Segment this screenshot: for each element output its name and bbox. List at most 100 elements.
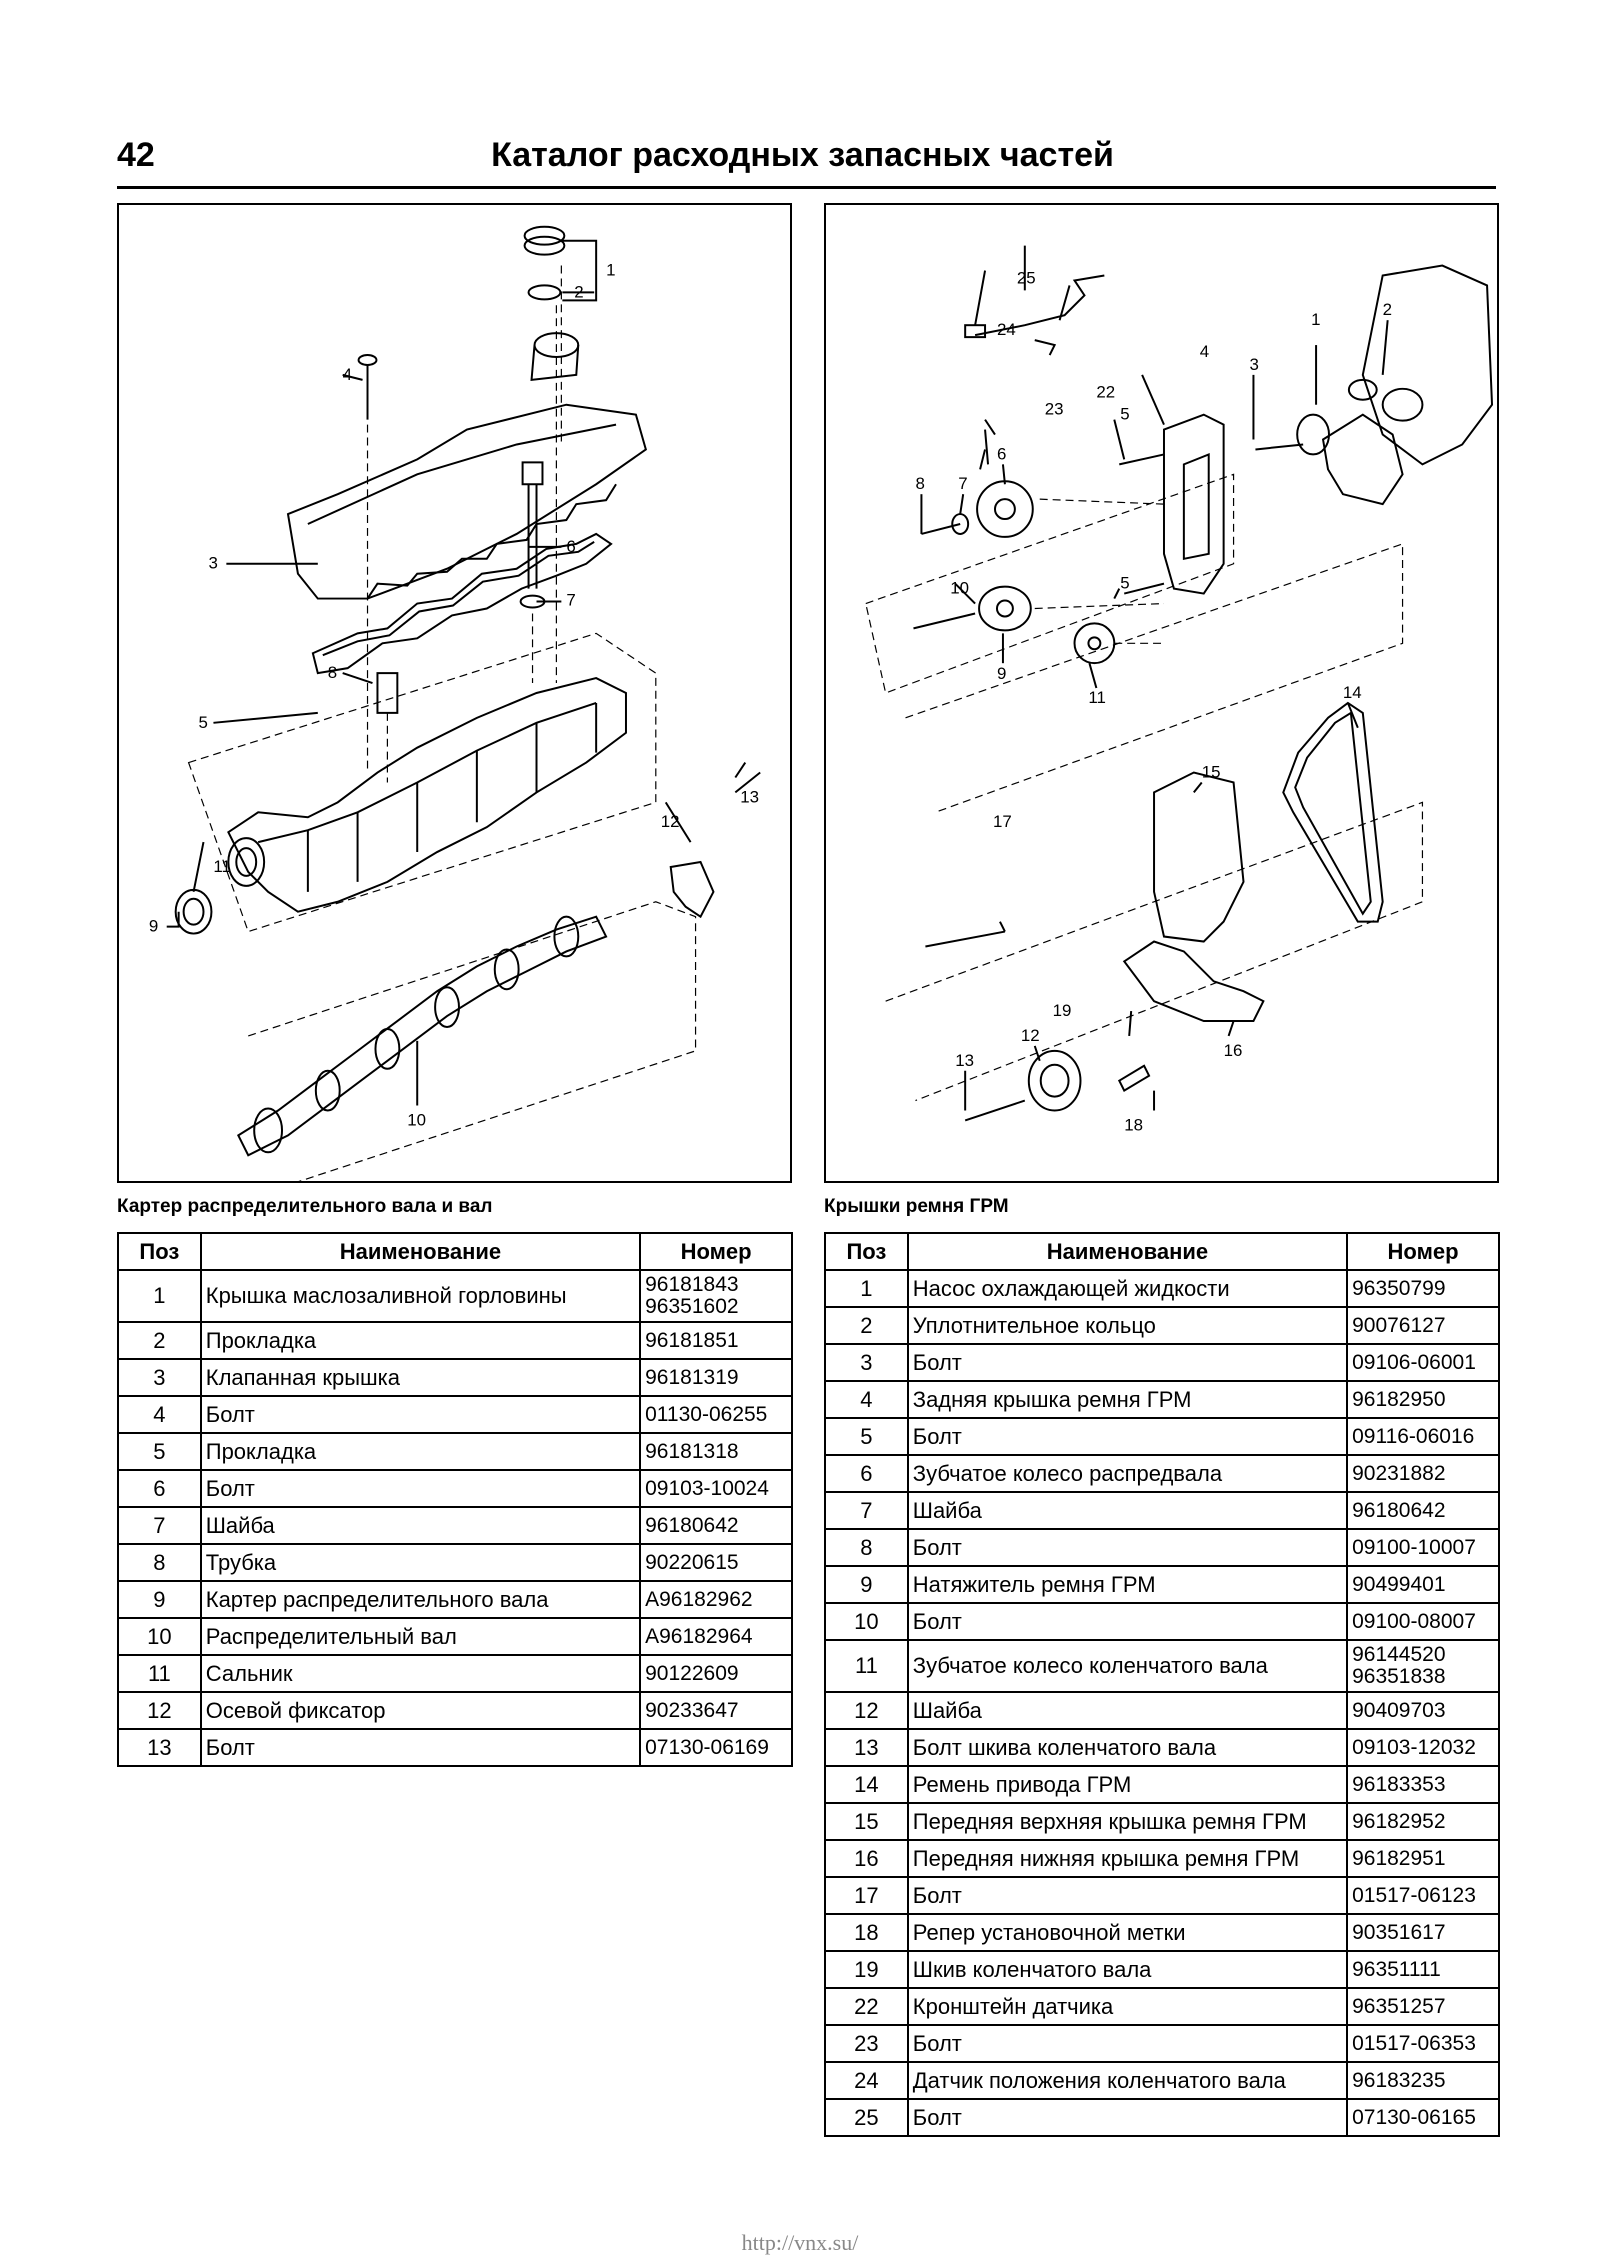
cell-name: Болт bbox=[906, 1417, 1349, 1456]
cell-pos: 17 bbox=[824, 1876, 909, 1915]
cell-name: Насос охлаждающей жидкости bbox=[906, 1269, 1349, 1308]
cell-name: Крышка маслозаливной горловины bbox=[199, 1269, 642, 1323]
cell-name: Болт bbox=[199, 1395, 642, 1434]
col-number: Номер bbox=[1346, 1232, 1500, 1271]
callout-14: 14 bbox=[1343, 683, 1362, 702]
footer-url: http://vnx.su/ bbox=[741, 2230, 859, 2255]
cell-pos: 2 bbox=[824, 1306, 909, 1345]
cell-name: Сальник bbox=[199, 1654, 642, 1693]
cell-number: 09106-06001 bbox=[1346, 1343, 1500, 1382]
cell-pos: 8 bbox=[117, 1543, 202, 1582]
cell-name: Болт шкива коленчатого вала bbox=[906, 1728, 1349, 1767]
callout-18: 18 bbox=[1124, 1115, 1143, 1134]
page-number: 42 bbox=[117, 136, 155, 174]
cell-name: Шайба bbox=[199, 1506, 642, 1545]
cell-name: Болт bbox=[906, 1602, 1349, 1641]
cell-pos: 6 bbox=[117, 1469, 202, 1508]
right-caption: Крышки ремня ГРМ bbox=[824, 1196, 1009, 1217]
callout-9: 9 bbox=[149, 917, 158, 936]
cell-pos: 3 bbox=[824, 1343, 909, 1382]
cell-name: Шайба bbox=[906, 1491, 1349, 1530]
cell-number: A96182964 bbox=[639, 1617, 793, 1656]
cell-pos: 11 bbox=[824, 1639, 909, 1693]
cell-pos: 10 bbox=[824, 1602, 909, 1641]
callout-24: 24 bbox=[997, 320, 1016, 339]
cell-number: 07130-06165 bbox=[1346, 2098, 1500, 2137]
callout-5a: 5 bbox=[1120, 405, 1129, 424]
cell-name: Болт bbox=[906, 1528, 1349, 1567]
callout-7: 7 bbox=[566, 591, 575, 610]
diagram-callouts-left: 1 2 3 4 5 6 7 8 9 10 11 12 13 bbox=[149, 260, 759, 1129]
callout-6: 6 bbox=[566, 537, 575, 556]
cell-pos: 6 bbox=[824, 1454, 909, 1493]
cell-number: 96181319 bbox=[639, 1358, 793, 1397]
cell-name: Кронштейн датчика bbox=[906, 1987, 1349, 2026]
cell-number: 09103-12032 bbox=[1346, 1728, 1500, 1767]
cell-pos: 22 bbox=[824, 1987, 909, 2026]
cell-number: 90122609 bbox=[639, 1654, 793, 1693]
cell-pos: 9 bbox=[824, 1565, 909, 1604]
cell-name: Болт bbox=[199, 1728, 642, 1767]
callout-12: 12 bbox=[661, 812, 680, 831]
cell-name: Клапанная крышка bbox=[199, 1358, 642, 1397]
cell-pos: 11 bbox=[117, 1654, 202, 1693]
cell-name: Трубка bbox=[199, 1543, 642, 1582]
cell-pos: 25 bbox=[824, 2098, 909, 2137]
table-header-row: Поз Наименование Номер bbox=[824, 1232, 1500, 1271]
cell-number: 96182951 bbox=[1346, 1839, 1500, 1878]
cell-number: 96351257 bbox=[1346, 1987, 1500, 2026]
cell-number: 96180642 bbox=[639, 1506, 793, 1545]
cell-number: 96180642 bbox=[1346, 1491, 1500, 1530]
table-header-row: Поз Наименование Номер bbox=[117, 1232, 793, 1271]
cell-name: Прокладка bbox=[199, 1432, 642, 1471]
cell-pos: 15 bbox=[824, 1802, 909, 1841]
cell-number: 96182950 bbox=[1346, 1380, 1500, 1419]
cell-name: Передняя нижняя крышка ремня ГРМ bbox=[906, 1839, 1349, 1878]
cell-pos: 4 bbox=[117, 1395, 202, 1434]
cell-number: A96182962 bbox=[639, 1580, 793, 1619]
cell-pos: 3 bbox=[117, 1358, 202, 1397]
callout-10: 10 bbox=[407, 1110, 426, 1129]
callout-23: 23 bbox=[1045, 400, 1064, 419]
callout-19: 19 bbox=[1053, 1001, 1072, 1020]
cell-number: 96183353 bbox=[1346, 1765, 1500, 1804]
callout-8: 8 bbox=[915, 474, 924, 493]
cell-name: Шкив коленчатого вала bbox=[906, 1950, 1349, 1989]
col-name: Наименование bbox=[199, 1232, 642, 1271]
cell-number: 96351111 bbox=[1346, 1950, 1500, 1989]
cell-pos: 8 bbox=[824, 1528, 909, 1567]
cell-name: Зубчатое колесо коленчатого вала bbox=[906, 1639, 1349, 1693]
diagram-callouts-right: 1 2 3 4 5 5 6 7 8 9 10 11 12 13 14 15 16… bbox=[915, 268, 1392, 1134]
callout-13: 13 bbox=[955, 1051, 974, 1070]
callout-10: 10 bbox=[950, 579, 969, 598]
cell-number: 90231882 bbox=[1346, 1454, 1500, 1493]
cell-pos: 12 bbox=[117, 1691, 202, 1730]
callout-11: 11 bbox=[213, 857, 231, 876]
callout-17: 17 bbox=[993, 812, 1012, 831]
callout-22: 22 bbox=[1096, 383, 1115, 402]
cell-pos: 10 bbox=[117, 1617, 202, 1656]
callout-7: 7 bbox=[958, 474, 967, 493]
cell-name: Распределительный вал bbox=[199, 1617, 642, 1656]
callout-4: 4 bbox=[1200, 342, 1209, 361]
